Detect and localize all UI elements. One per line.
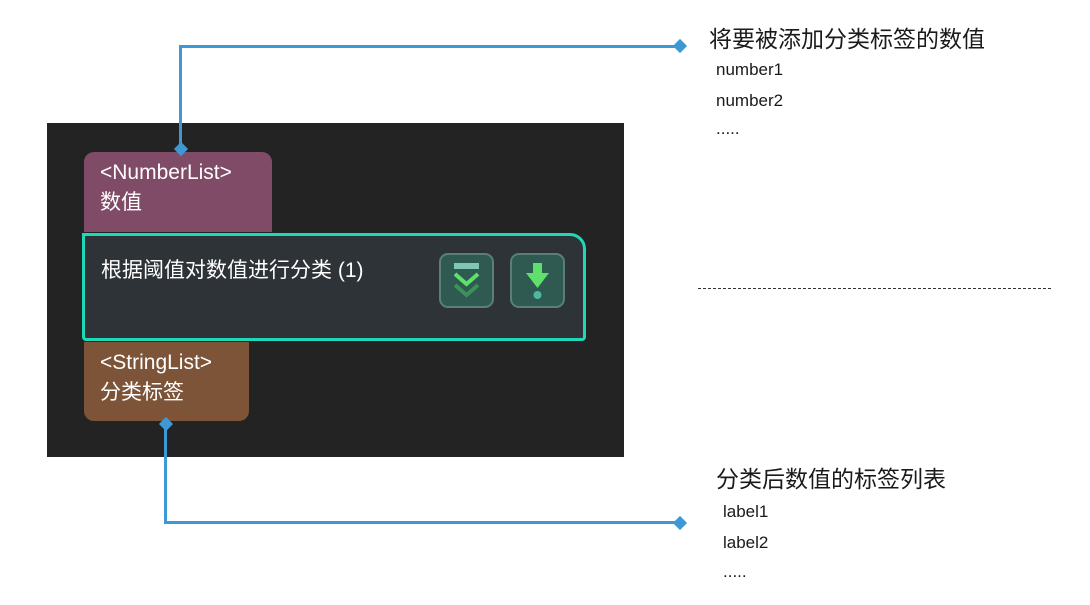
input-callout-diamond-icon (672, 38, 688, 54)
collapse-button[interactable] (439, 253, 494, 308)
output-description-title: 分类后数值的标签列表 (716, 466, 946, 492)
output-description-item: label1 (723, 502, 769, 521)
download-arrow-icon (526, 263, 549, 299)
output-description-item: label2 (723, 533, 769, 552)
input-description-title: 将要被添加分类标签的数值 (709, 26, 985, 52)
collapse-chevrons-icon (453, 263, 480, 298)
output-port-stringlist[interactable]: <StringList> 分类标签 (84, 342, 249, 421)
output-port-type: <StringList> (100, 351, 213, 374)
output-description-item: ..... (723, 562, 747, 581)
input-description-item: number1 (716, 60, 784, 79)
output-callout-diamond-icon (672, 515, 688, 531)
node-title: 根据阈值对数值进行分类 (1) (101, 259, 364, 282)
output-connector-horizontal (164, 521, 681, 524)
download-button[interactable] (510, 253, 565, 308)
output-connector-vertical (164, 424, 167, 524)
input-port-name: 数值 (100, 191, 142, 214)
input-port-numberlist[interactable]: <NumberList> 数值 (84, 152, 272, 232)
input-connector-horizontal (179, 45, 681, 48)
input-connector-vertical (179, 45, 182, 149)
input-port-type: <NumberList> (100, 161, 232, 184)
divider-dotted (698, 288, 1051, 289)
input-description-item: number2 (716, 91, 784, 110)
classify-by-threshold-node[interactable]: 根据阈值对数值进行分类 (1) (82, 233, 586, 341)
output-port-name: 分类标签 (100, 381, 184, 404)
input-description-item: ..... (716, 119, 740, 138)
